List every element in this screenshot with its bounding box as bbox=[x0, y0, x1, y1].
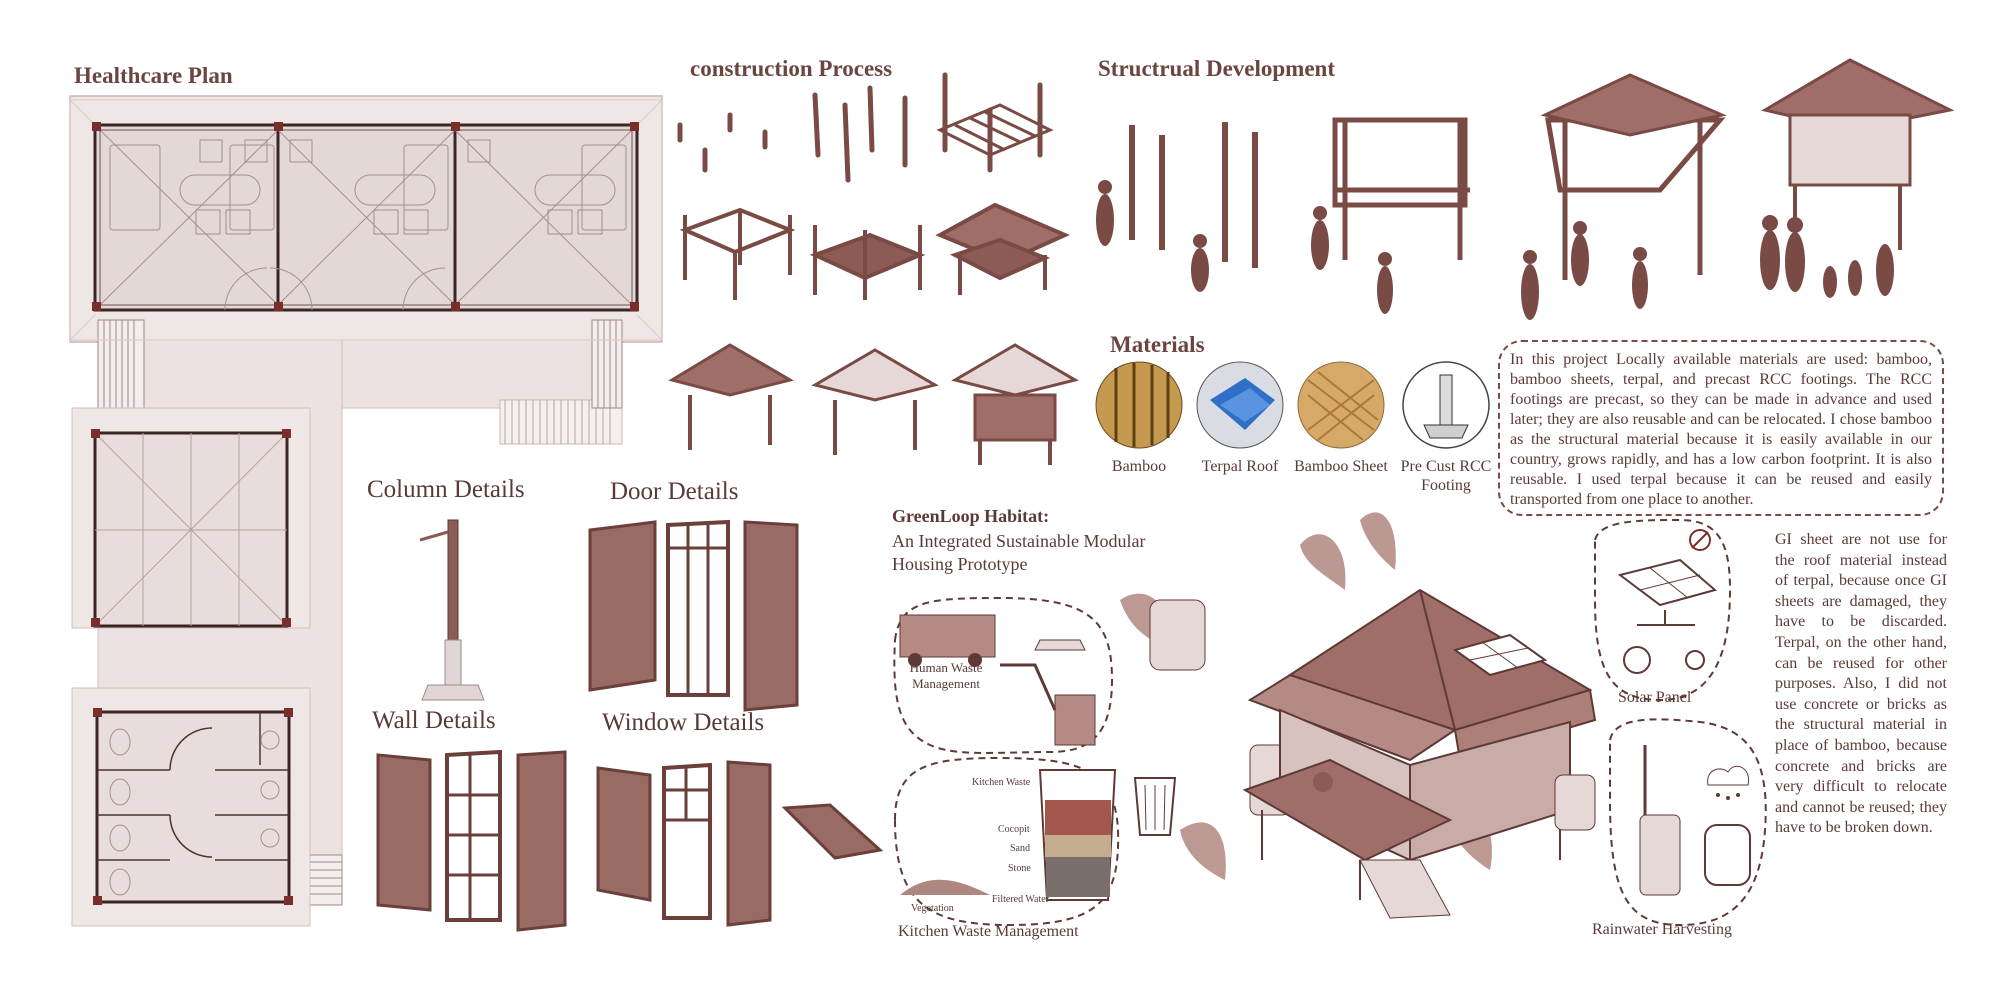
detail-drawings bbox=[376, 519, 884, 932]
filter-sand-label: Sand bbox=[1010, 843, 1030, 854]
construction-process-title: construction Process bbox=[690, 56, 893, 81]
kitchen-waste-label: Kitchen Waste Management bbox=[898, 923, 1079, 940]
material-rcc-footing: Pre Cust RCC Footing bbox=[1392, 360, 1500, 495]
wall-details-title: Wall Details bbox=[372, 707, 496, 734]
habitat-illustration bbox=[893, 512, 1767, 927]
filter-vegetation-label: Vegetation bbox=[911, 903, 954, 914]
habitat-subtitle-line1: An Integrated Sustainable Modular bbox=[892, 531, 1146, 551]
material-label: Bamboo Sheet bbox=[1294, 458, 1388, 475]
column-details-title: Column Details bbox=[367, 476, 525, 503]
healthcare-floor-plan bbox=[69, 95, 663, 927]
solar-panel-label: Solar Panel bbox=[1618, 689, 1692, 706]
material-terpal-roof: Terpal Roof bbox=[1190, 360, 1290, 476]
material-bamboo: Bamboo bbox=[1094, 360, 1184, 476]
human-waste-label: Human Waste Management bbox=[906, 660, 986, 692]
material-label: Terpal Roof bbox=[1201, 458, 1279, 475]
filter-filtered-water-label: Filtered Water bbox=[992, 894, 1050, 905]
terpal-swatch bbox=[1196, 361, 1284, 449]
door-details-title: Door Details bbox=[610, 478, 739, 505]
material-label: Bamboo bbox=[1111, 458, 1167, 475]
habitat-title: GreenLoop Habitat: bbox=[892, 506, 1050, 526]
structural-development-title: Structrual Development bbox=[1098, 56, 1335, 81]
materials-note: In this project Locally available materi… bbox=[1498, 340, 1944, 516]
healthcare-plan-title: Healthcare Plan bbox=[74, 63, 233, 88]
rainwater-harvesting-label: Rainwater Harvesting bbox=[1592, 921, 1732, 938]
filter-stone-label: Stone bbox=[1008, 863, 1031, 874]
structural-development-drawings bbox=[1096, 58, 1955, 320]
human-waste-label-line2: Management bbox=[912, 676, 980, 691]
material-bamboo-sheet: Bamboo Sheet bbox=[1288, 360, 1394, 476]
material-label: Pre Cust RCC Footing bbox=[1400, 458, 1492, 494]
materials-title: Materials bbox=[1110, 332, 1205, 357]
bamboo-sheet-swatch bbox=[1297, 361, 1385, 449]
bamboo-swatch bbox=[1095, 361, 1183, 449]
filter-kitchen-waste-label: Kitchen Waste bbox=[972, 777, 1031, 788]
human-waste-label-line1: Human Waste bbox=[909, 660, 983, 675]
filter-cocopit-label: Cocopit bbox=[998, 824, 1030, 835]
habitat-subtitle-line2: Housing Prototype bbox=[892, 554, 1028, 574]
rcc-footing-swatch bbox=[1402, 361, 1490, 449]
window-details-title: Window Details bbox=[602, 709, 765, 736]
construction-process-drawings bbox=[668, 72, 1079, 465]
roof-material-note: GI sheet are not use for the roof materi… bbox=[1775, 531, 1947, 837]
